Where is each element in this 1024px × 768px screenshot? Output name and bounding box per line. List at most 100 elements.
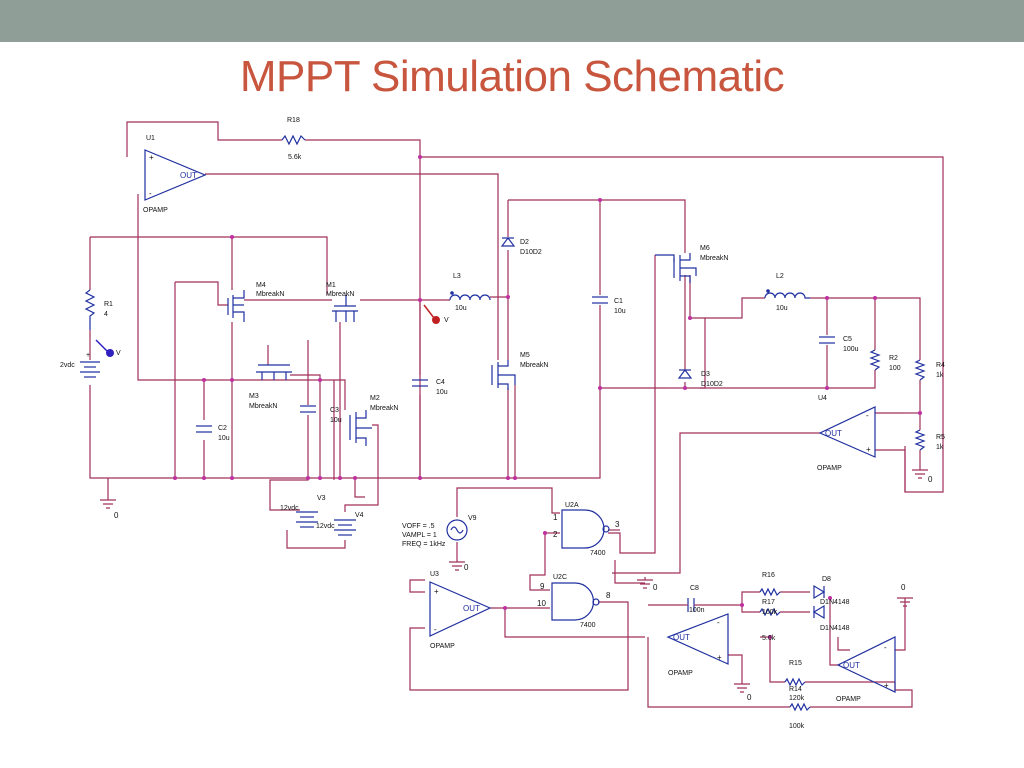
u2c-pin9: 9	[540, 582, 545, 591]
ground-label: 0	[747, 693, 752, 702]
ground-symbol-icon: 0	[734, 680, 752, 702]
nand-gate-u2c: U2C 7400 9 10 8	[537, 574, 611, 629]
opamp-mid: OUT - + OPAMP	[666, 613, 729, 677]
u2a-pin1: 1	[553, 513, 558, 522]
v3-value: 12vdc	[280, 505, 299, 512]
r17-label: R17	[762, 599, 775, 606]
m2-label: M2	[370, 395, 380, 402]
u4-label: U4	[818, 395, 827, 402]
capacitor-c5: C5 100u	[819, 336, 859, 353]
r5-label: R5	[936, 434, 945, 441]
resistor-r17: R17 100k 5.6k	[759, 599, 781, 642]
page-title: MPPT Simulation Schematic	[239, 52, 785, 101]
ground-symbol-icon: 0	[912, 465, 933, 484]
r2-value: 100	[889, 365, 901, 372]
u2a-pin2: 2	[553, 530, 558, 539]
u2c-pin8: 8	[606, 591, 611, 600]
u1-out-label: OUT	[180, 171, 197, 180]
mosfet-m6: M6 MbreakN	[655, 245, 728, 283]
m4-label: M4	[256, 282, 266, 289]
header-bar	[0, 0, 1024, 42]
ground-label: 0	[114, 511, 119, 520]
u2a-label: U2A	[565, 502, 579, 509]
capacitor-c8: C8 100n	[685, 585, 705, 614]
vsrc-value: 2vdc	[60, 362, 75, 369]
diode-d3: D3 D10D2	[677, 369, 723, 388]
opamp-right-plus: +	[884, 681, 889, 690]
c5-value: 100u	[843, 346, 859, 353]
v9-freq: FREQ = 1kHz	[402, 541, 446, 548]
c1-label: C1	[614, 298, 623, 305]
r14-label: R14	[789, 686, 802, 693]
wires	[89, 121, 944, 708]
opamp-mid-out: OUT	[673, 633, 690, 642]
opamp-right: OUT - + OPAMP	[836, 636, 896, 703]
r1-value: 4	[104, 311, 108, 318]
m4-type: MbreakN	[256, 291, 284, 298]
r16-value: 5.6k	[762, 635, 776, 642]
u3-plus-pin: +	[434, 587, 439, 596]
nand-gate-u2a: U2A 7400 1 2 3	[553, 502, 620, 557]
d8-type: D1N4148	[820, 599, 850, 606]
v9-label: V9	[468, 515, 477, 522]
r15-value: 120k	[789, 695, 805, 702]
c3-label: C3	[330, 407, 339, 414]
u1-type: OPAMP	[143, 207, 168, 214]
c8-value: 100n	[689, 607, 705, 614]
r18-value: 5.6k	[288, 154, 302, 161]
resistor-r2: R2 100	[869, 349, 901, 372]
v4-value: 12vdc	[316, 523, 335, 530]
resistor-r16: R16	[759, 572, 781, 597]
u2a-pin3: 3	[615, 520, 620, 529]
capacitor-c3: C3 10u	[300, 405, 342, 424]
c2-value: 10u	[218, 435, 230, 442]
l3-value: 10u	[455, 305, 467, 312]
d2-label: D2	[520, 239, 529, 246]
d3-type: D10D2	[701, 381, 723, 388]
u1-label: U1	[146, 135, 155, 142]
resistor-r5: R5 1k	[914, 429, 945, 451]
r15-label: R15	[789, 660, 802, 667]
c1-value: 10u	[614, 308, 626, 315]
m1-type: MbreakN	[326, 291, 354, 298]
v9-voff: VOFF = .5	[402, 523, 435, 530]
resistor-r18: R18 5.6k	[281, 117, 306, 161]
u4-type: OPAMP	[817, 465, 842, 472]
inductor-l2: L2 10u	[764, 273, 810, 312]
c8-label: C8	[690, 585, 699, 592]
opamp-right-out: OUT	[843, 661, 860, 670]
voltage-probe-icon: V	[95, 339, 121, 357]
battery-v3: 12vdc V3	[280, 495, 326, 528]
u2a-type: 7400	[590, 550, 606, 557]
d9-type: D1N4148	[820, 625, 850, 632]
u2c-type: 7400	[580, 622, 596, 629]
ground-symbol-icon: 0	[449, 560, 469, 572]
opamp-u3: + - OUT U3 OPAMP	[429, 571, 492, 650]
l3-label: L3	[453, 273, 461, 280]
diode-d8: D8 D1N4148 D1N4148	[812, 576, 850, 632]
l2-label: L2	[776, 273, 784, 280]
sine-source-v9: V9 VOFF = .5 VAMPL = 1 FREQ = 1kHz	[402, 515, 477, 548]
inductor-l3: L3 10u	[449, 273, 491, 312]
probe-label: V	[116, 350, 121, 357]
r5-value: 1k	[936, 444, 944, 451]
opamp-right-type: OPAMP	[836, 696, 861, 703]
m6-label: M6	[700, 245, 710, 252]
r14-value: 100k	[789, 723, 805, 730]
m2-type: MbreakN	[370, 405, 398, 412]
c3-value: 10u	[330, 417, 342, 424]
c2-label: C2	[218, 425, 227, 432]
ground-symbol-icon: 0	[637, 577, 658, 592]
d8-label: D8	[822, 576, 831, 583]
r17-value: 100k	[762, 609, 778, 616]
opamp-mid-plus: +	[717, 653, 722, 662]
u1-minus-pin: -	[149, 189, 152, 198]
r16-label: R16	[762, 572, 775, 579]
u3-type: OPAMP	[430, 643, 455, 650]
r2-label: R2	[889, 355, 898, 362]
resistor-r1: R1 4	[84, 289, 113, 330]
u2c-label: U2C	[553, 574, 567, 581]
ground-label: 0	[901, 583, 906, 592]
u4-out-label: OUT	[825, 429, 842, 438]
